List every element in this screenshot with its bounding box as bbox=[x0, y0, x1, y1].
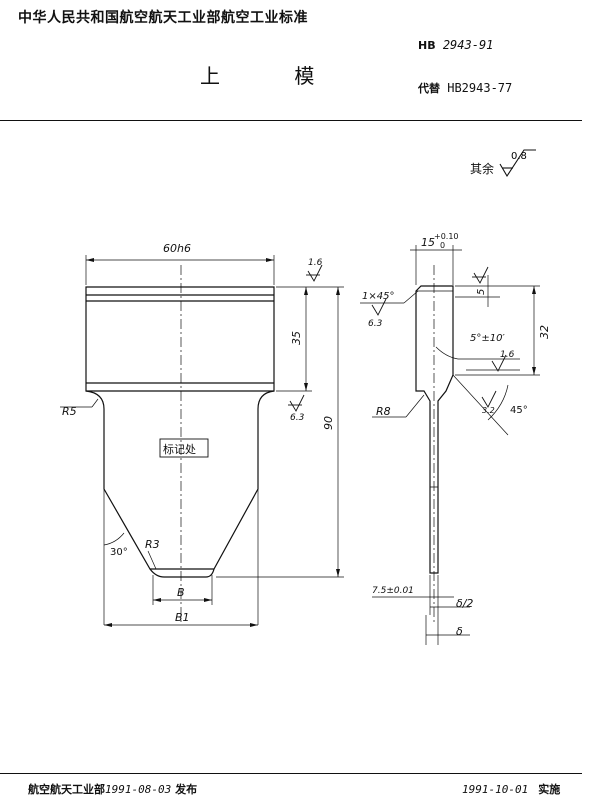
dim-delta: δ bbox=[456, 625, 463, 638]
dim-60h6: 60h6 bbox=[163, 242, 191, 255]
footer-rule bbox=[0, 773, 582, 774]
effective-date: 1991-10-01 bbox=[462, 783, 529, 796]
dim-half-delta: δ/2 bbox=[456, 597, 473, 610]
radius-r5: R5 bbox=[62, 405, 77, 418]
rest-finish-symbol: 0.8 bbox=[499, 149, 536, 178]
angle-30: 30° bbox=[110, 547, 128, 558]
replaces-code: 代替 HB2943-77 bbox=[418, 80, 512, 96]
standard-number: 2943-91 bbox=[442, 38, 494, 52]
footer-effective: 1991-10-01 实施 bbox=[462, 781, 560, 797]
tol-lower: 0 bbox=[440, 241, 445, 250]
issuer: 航空航天工业部 bbox=[28, 783, 105, 796]
radius-r8: R8 bbox=[376, 405, 391, 418]
part-name: 上 模 bbox=[200, 64, 349, 88]
side-profile bbox=[415, 285, 454, 574]
rest-finish-label: 其余 bbox=[470, 162, 495, 176]
rough-1-6: 1.6 bbox=[500, 350, 515, 360]
rest-surface-finish: 其余 bbox=[470, 160, 494, 177]
dim-15: 15 bbox=[421, 236, 435, 249]
dim-5: 5 bbox=[476, 289, 487, 295]
effective-label: 实施 bbox=[538, 783, 561, 796]
standard-org-title: 中华人民共和国航空航天工业部航空工业标准 bbox=[18, 10, 308, 26]
mark-area-box bbox=[159, 438, 209, 458]
mark-area-label: 标记处 bbox=[163, 442, 196, 456]
radius-r3: R3 bbox=[145, 538, 160, 551]
header-rule bbox=[0, 120, 582, 121]
angle-5: 5°±10′ bbox=[470, 333, 505, 344]
rough-3-2: 3.2 bbox=[482, 406, 495, 415]
issue-label: 发布 bbox=[175, 783, 198, 796]
rough-top-1-6: 1.6 bbox=[308, 258, 323, 268]
technical-drawing: 60h6 1.6 35 90 6.3 R5 标记处 30° R3 B B1 15… bbox=[60, 232, 551, 645]
chamfer-1x45: 1×45° bbox=[362, 291, 394, 302]
tol-upper: +0.10 bbox=[434, 232, 459, 241]
standard-prefix: HB bbox=[418, 39, 436, 52]
side-view bbox=[360, 245, 540, 645]
dim-b1: B1 bbox=[175, 611, 190, 624]
standard-code: HB 2943-91 bbox=[418, 38, 493, 52]
rough-side-6-3: 6.3 bbox=[290, 413, 305, 423]
issue-date: 1991-08-03 bbox=[105, 783, 172, 796]
front-top-block bbox=[85, 286, 275, 392]
front-view bbox=[60, 255, 344, 627]
rough-chamfer-6-3: 6.3 bbox=[368, 319, 383, 329]
dim-7-5: 7.5±0.01 bbox=[372, 586, 414, 596]
dim-b: B bbox=[177, 586, 185, 599]
replaces-label: 代替 bbox=[418, 82, 440, 95]
dim-35: 35 bbox=[290, 331, 303, 345]
angle-45: 45° bbox=[510, 405, 528, 416]
front-body bbox=[103, 409, 259, 570]
replaces-number: HB2943-77 bbox=[447, 81, 513, 95]
rest-finish-value: 0.8 bbox=[511, 151, 527, 162]
dim-32: 32 bbox=[538, 325, 551, 339]
dim-90: 90 bbox=[322, 416, 335, 430]
footer-issue: 航空航天工业部1991-08-03 发布 bbox=[28, 781, 197, 797]
